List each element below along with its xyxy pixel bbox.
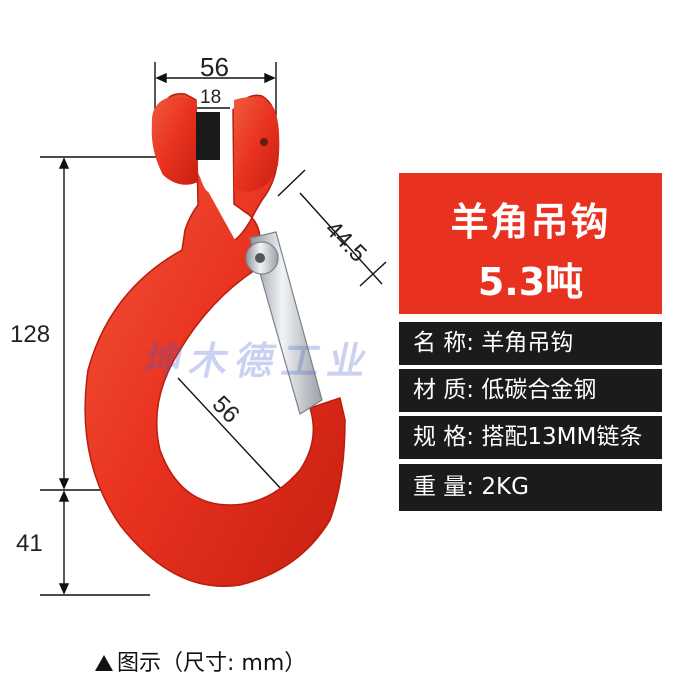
spec-row-spec: 规 格: 搭配13MM链条 [399, 416, 662, 459]
dimension-height-lower: 41 [16, 530, 43, 557]
caption: 图示（尺寸: mm） [95, 645, 306, 677]
product-title: 羊角吊钩 [450, 200, 611, 244]
spec-row-name: 名 称: 羊角吊钩 [399, 322, 662, 365]
dimension-lines [40, 62, 387, 596]
product-title-box: 羊角吊钩 5.3吨 [399, 173, 662, 314]
caption-text: 图示（尺寸: mm） [117, 651, 307, 676]
latch [245, 231, 323, 415]
dimension-height-main: 128 [10, 321, 51, 348]
hook-body [84, 93, 346, 587]
dimension-slot-width: 18 [200, 87, 222, 108]
spec-row-weight: 重 量: 2KG [399, 464, 662, 511]
triangle-icon [95, 655, 113, 671]
dimension-top-width: 56 [200, 52, 229, 82]
product-capacity: 5.3吨 [477, 260, 584, 304]
watermark: 坤木德工业 [139, 339, 379, 383]
spec-row-material: 材 质: 低碳合金钢 [399, 369, 662, 412]
